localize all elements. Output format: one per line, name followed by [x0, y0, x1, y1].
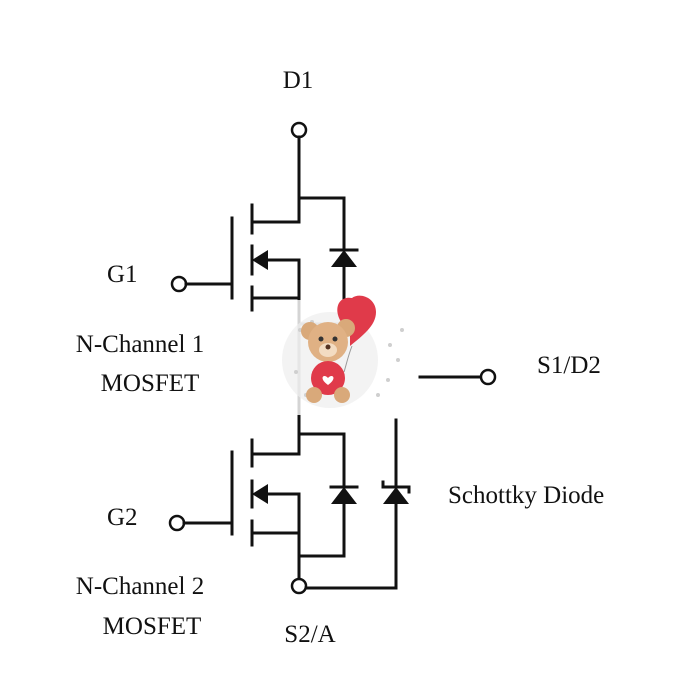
s1d2-label: S1/D2 — [537, 352, 601, 379]
teddy-bear-watermark — [282, 295, 404, 415]
mosfet2-label-line1: N-Channel 2 — [75, 573, 205, 600]
s2a-terminal — [290, 577, 308, 595]
schottky-diode-label: Schottky Diode — [448, 482, 605, 509]
body-diode-2 — [297, 432, 359, 558]
s1d2-terminal — [479, 368, 497, 386]
mosfet1-label-line2: MOSFET — [100, 370, 200, 397]
mosfet2-arrow — [252, 484, 268, 504]
g2-terminal — [168, 514, 186, 532]
schottky-diode-symbol — [381, 418, 411, 590]
g2-label: G2 — [107, 504, 138, 531]
d1-terminal — [290, 121, 308, 139]
mosfet2-label-line2: MOSFET — [102, 613, 202, 640]
g1-label: G1 — [107, 261, 138, 288]
heart-balloon-icon — [337, 295, 376, 346]
mosfet1-arrow — [252, 250, 268, 270]
d1-label: D1 — [282, 67, 314, 94]
mosfet1-symbol — [230, 203, 301, 312]
mosfet1-label-line1: N-Channel 1 — [75, 331, 205, 358]
mosfet2-symbol — [230, 438, 301, 580]
s2a-label: S2/A — [284, 621, 336, 648]
g1-terminal — [170, 275, 188, 293]
